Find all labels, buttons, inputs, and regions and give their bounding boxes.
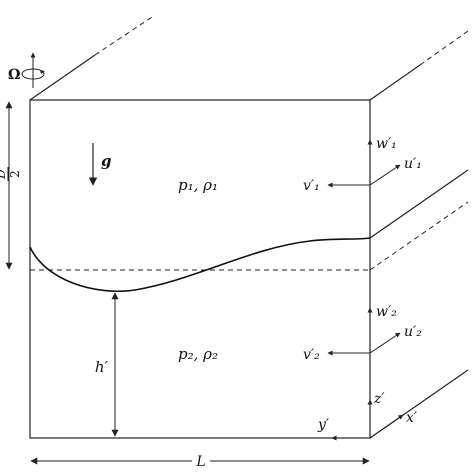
rotation-arrowhead <box>40 70 45 74</box>
gravity-indicator: g <box>88 143 112 186</box>
top-right-depth-edge <box>369 64 421 101</box>
lower-velocity-triad: w′₂ u′₂ v′₂ <box>303 304 422 363</box>
half-depth-denominator: 2 <box>8 170 22 178</box>
gravity-label: g <box>101 152 112 170</box>
coordinate-axes: z′ y′ x′ <box>317 391 418 441</box>
top-right-depth-edge-dashed <box>419 30 469 66</box>
rotation-symbol: Ω <box>8 52 45 88</box>
front-face <box>29 99 371 439</box>
v2-label: v′₂ <box>303 347 320 363</box>
x-axis-arrow <box>369 414 404 439</box>
half-depth-numerator: D <box>0 169 8 180</box>
w1-label: w′₁ <box>376 136 397 152</box>
u2-arrow <box>369 332 401 354</box>
u1-label: u′₁ <box>404 156 422 172</box>
interface-height-dimension: h′ <box>95 292 119 437</box>
interface-curve <box>29 237 371 292</box>
channel-box <box>29 14 469 439</box>
upper-velocity-triad: w′₁ u′₁ v′₁ <box>303 136 422 194</box>
w2-label: w′₂ <box>376 304 397 320</box>
u1-arrow <box>369 164 401 186</box>
side-mean-level-dashed <box>369 201 469 271</box>
length-dimension: L <box>30 454 370 470</box>
lower-layer-label: p₂, ρ₂ <box>178 345 218 363</box>
top-left-depth-edge-dashed <box>94 14 156 56</box>
side-interface-line <box>369 169 469 239</box>
omega-label: Ω <box>8 67 20 83</box>
z-axis-label: z′ <box>373 391 385 407</box>
v1-label: v′₁ <box>303 178 320 194</box>
rotation-ellipse <box>21 68 45 80</box>
u2-label: u′₂ <box>404 324 422 340</box>
y-axis-label: y′ <box>317 417 330 433</box>
length-label: L <box>195 454 205 470</box>
upper-layer-label: p₁, ρ₁ <box>178 176 218 194</box>
interface-height-label: h′ <box>95 358 109 376</box>
half-depth-dimension: D 2 <box>0 101 22 270</box>
x-axis-label: x′ <box>406 410 418 426</box>
top-left-depth-edge <box>29 54 96 101</box>
